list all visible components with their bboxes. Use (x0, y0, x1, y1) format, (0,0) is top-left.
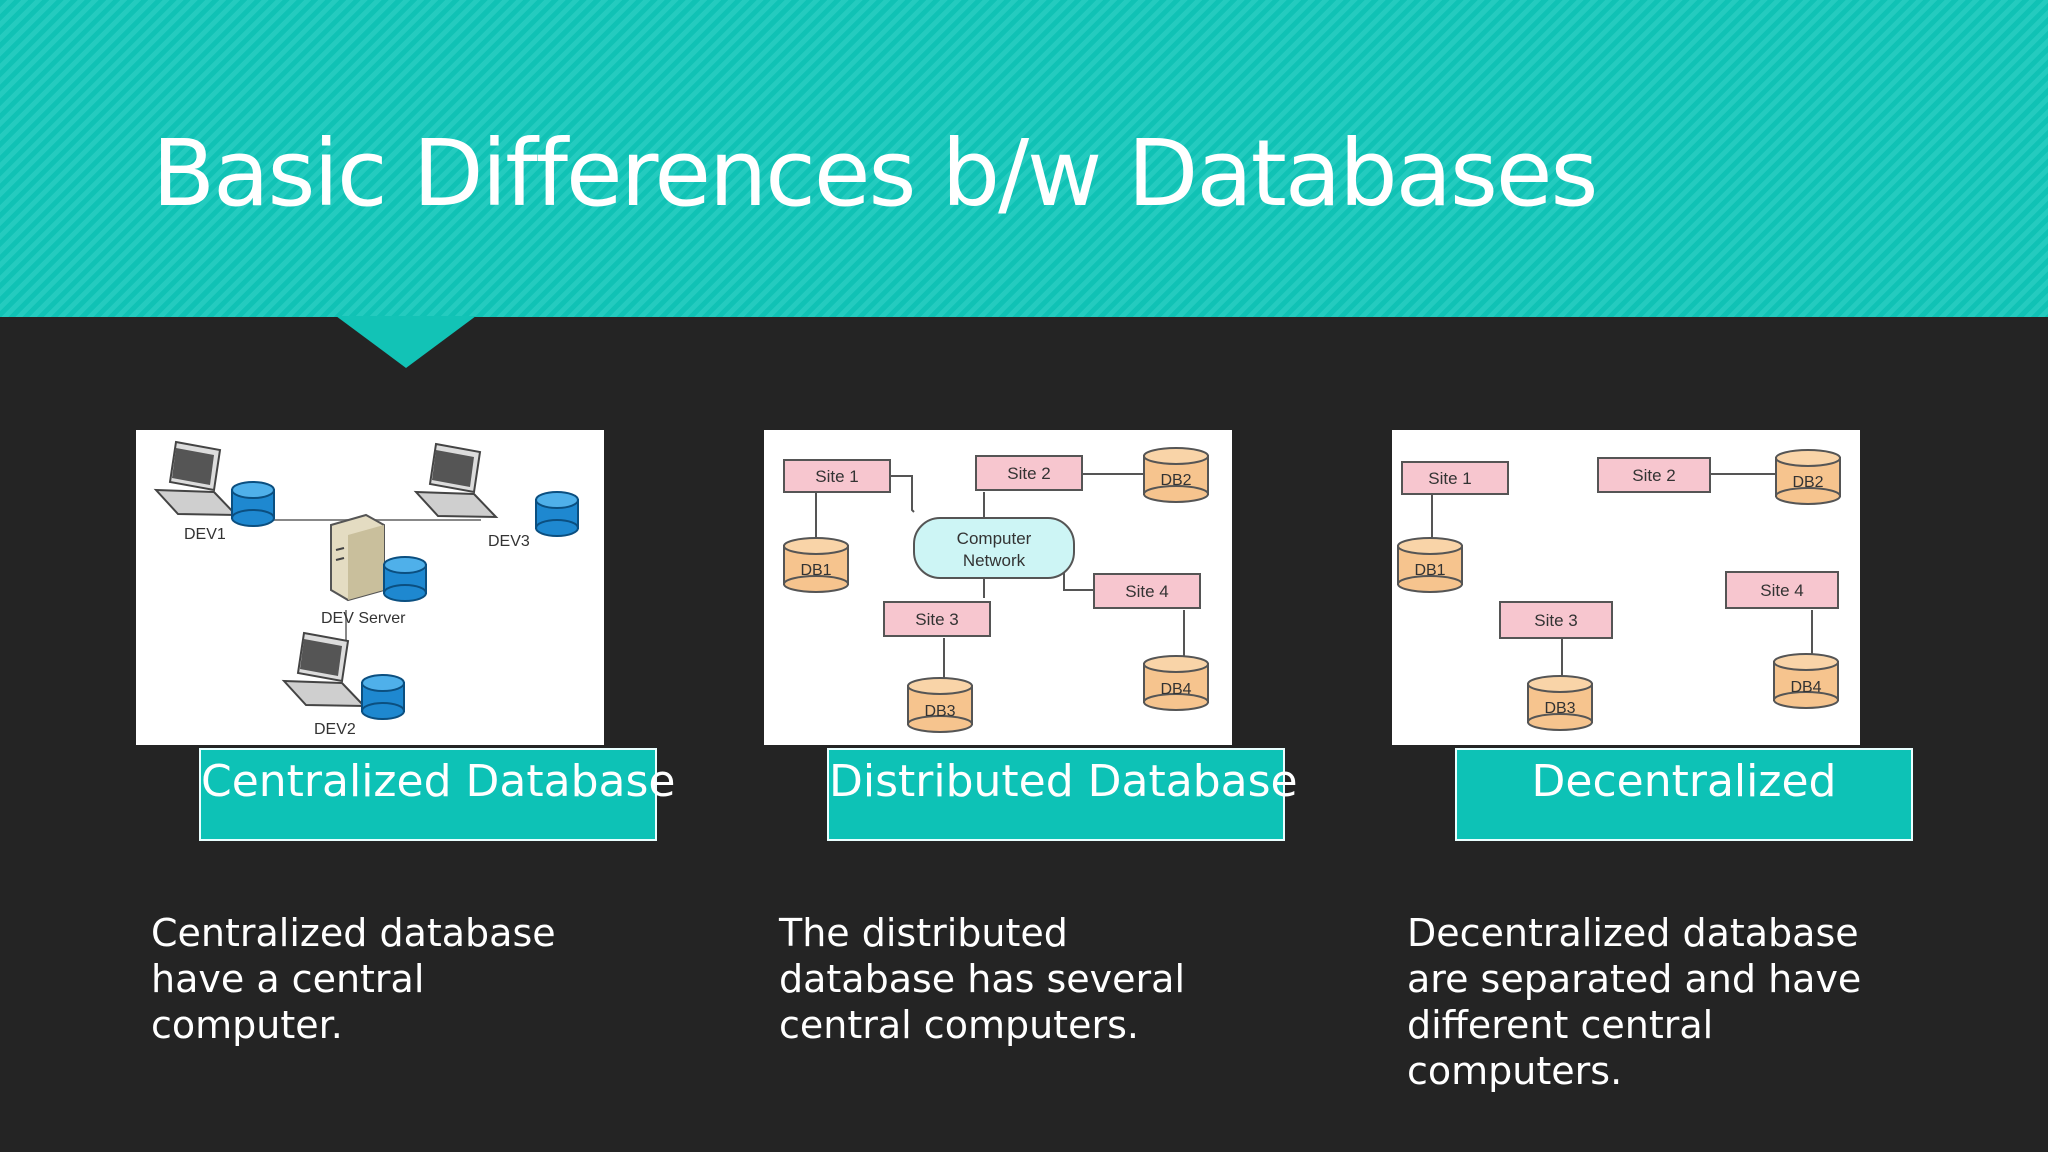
site-label-1: Site 1 (1428, 469, 1471, 488)
node-label-dev1: DEV1 (184, 526, 226, 543)
db-label-3: DB3 (1544, 700, 1575, 717)
laptop-icon (153, 440, 239, 517)
site-box-3 (1499, 601, 1613, 639)
db-label-4: DB4 (1160, 681, 1191, 698)
laptop-icon (281, 631, 367, 708)
column-decentralized: Site 1 Site 2 Site 3 Site 4 DB1 DB2 (1392, 430, 1992, 1130)
db-label-3: DB3 (924, 703, 955, 720)
db-label-2: DB2 (1160, 472, 1191, 489)
label-centralized: Centralized Database (199, 748, 675, 841)
db-label-1: DB1 (1414, 562, 1445, 579)
column-centralized: DEV1 DEV3 (136, 430, 736, 1130)
column-distributed: Computer Network Site 1 Site 2 Site 3 Si… (764, 430, 1364, 1130)
site-box-1 (783, 459, 891, 493)
slide-title: Basic Differences b/w Databases (152, 120, 1598, 227)
database-icon (1143, 447, 1209, 503)
node-label-dev2: DEV2 (314, 721, 356, 738)
database-icon (535, 491, 579, 537)
title-banner (0, 0, 2048, 317)
network-label-line1: Computer (957, 529, 1032, 548)
database-icon (1143, 655, 1209, 711)
site-box-2 (1597, 457, 1711, 493)
network-cloud (913, 517, 1075, 579)
site-box-2 (975, 455, 1083, 491)
database-icon (1775, 449, 1841, 505)
description-decentralized: Decentralized database are separated and… (1407, 911, 1862, 1093)
description-centralized: Centralized database have a central comp… (151, 911, 556, 1047)
decentralized-diagram: Site 1 Site 2 Site 3 Site 4 DB1 DB2 (1392, 430, 1860, 745)
site-box-4 (1093, 573, 1201, 609)
site-box-1 (1401, 461, 1509, 495)
database-icon (907, 677, 973, 733)
site-box-4 (1725, 571, 1839, 609)
site-box-3 (883, 601, 991, 637)
node-label-dev-server: DEV Server (321, 610, 406, 627)
db-label-1: DB1 (800, 562, 831, 579)
site-label-1: Site 1 (815, 467, 858, 486)
database-icon (1397, 537, 1463, 593)
description-distributed: The distributed database has several cen… (779, 911, 1186, 1047)
site-label-4: Site 4 (1760, 581, 1803, 600)
centralized-diagram-svg: DEV1 DEV3 (153, 440, 579, 738)
database-icon (231, 481, 275, 527)
label-decentralized: Decentralized (1455, 748, 1913, 841)
node-label-dev3: DEV3 (488, 533, 530, 550)
database-icon (1527, 675, 1593, 731)
centralized-diagram: DEV1 DEV3 (136, 430, 604, 745)
laptop-icon (413, 442, 499, 519)
database-icon (361, 674, 405, 720)
site-label-2: Site 2 (1007, 464, 1050, 483)
link-site1-network (890, 475, 915, 513)
server-icon (330, 513, 385, 602)
database-icon (783, 537, 849, 593)
network-label-line2: Network (963, 551, 1026, 570)
distributed-diagram-svg: Computer Network Site 1 Site 2 Site 3 Si… (783, 447, 1209, 733)
database-icon (383, 556, 427, 602)
decentralized-diagram-svg: Site 1 Site 2 Site 3 Site 4 DB1 DB2 (1397, 449, 1841, 731)
site-label-4: Site 4 (1125, 582, 1168, 601)
label-distributed: Distributed Database (827, 748, 1298, 841)
database-icon (1773, 653, 1839, 709)
db-label-4: DB4 (1790, 679, 1821, 696)
distributed-diagram: Computer Network Site 1 Site 2 Site 3 Si… (764, 430, 1232, 745)
site-label-2: Site 2 (1632, 466, 1675, 485)
db-label-2: DB2 (1792, 474, 1823, 491)
site-label-3: Site 3 (915, 610, 958, 629)
banner-pointer (336, 316, 476, 368)
site-label-3: Site 3 (1534, 611, 1577, 630)
